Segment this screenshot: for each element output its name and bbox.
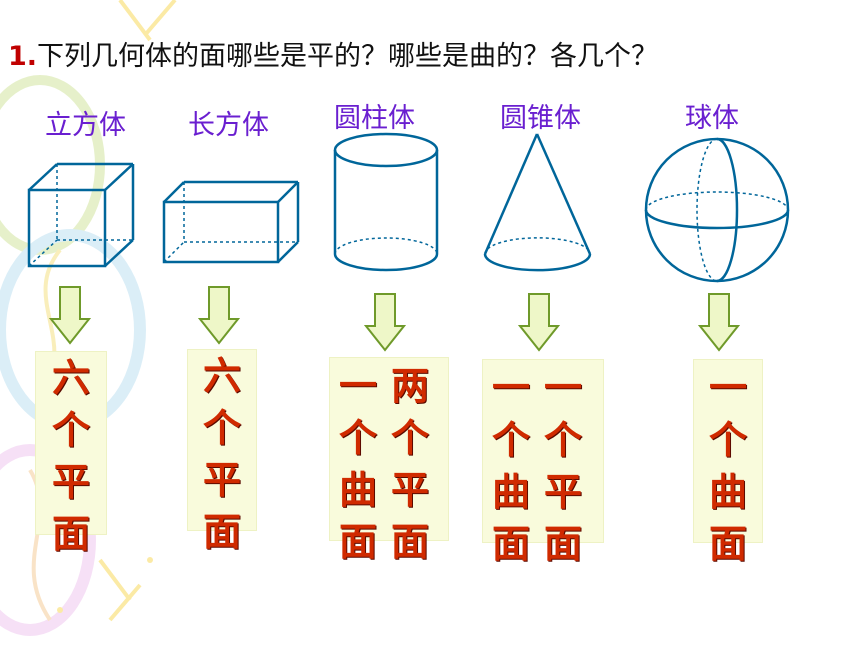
answer-char: 个 xyxy=(491,418,530,462)
answer-char: 一 xyxy=(338,364,377,408)
answer-column: 两 个 平 面 xyxy=(388,360,432,568)
sphere-drawing xyxy=(644,137,790,283)
answer-card-cylinder: 一 个 曲 面 两 个 平 面 xyxy=(330,358,448,564)
answer-char: 面 xyxy=(338,520,377,564)
answer-char: 曲 xyxy=(708,470,747,514)
question-text: 下列几何体的面哪些是平的？哪些是曲的？各几个？ xyxy=(37,41,659,72)
answer-char: 面 xyxy=(202,510,241,554)
down-arrow-icon xyxy=(198,286,240,345)
answer-column: 一 个 曲 面 xyxy=(489,362,533,570)
label-cylinder: 圆柱体 xyxy=(334,103,415,134)
answer-char: 一 xyxy=(543,366,582,410)
answer-char: 平 xyxy=(390,468,429,512)
answer-char: 六 xyxy=(202,354,241,398)
answer-char: 个 xyxy=(708,418,747,462)
answer-card-cone: 一 个 曲 面 一 个 平 面 xyxy=(483,360,603,566)
down-arrow-icon xyxy=(518,293,560,352)
answer-card-sphere: 一 个 曲 面 xyxy=(694,360,762,566)
answer-column: 六 个 平 面 xyxy=(200,350,244,558)
answer-char: 平 xyxy=(51,460,90,504)
answer-char: 两 xyxy=(390,364,429,408)
cube-drawing xyxy=(27,162,135,268)
question-number: 1. xyxy=(8,41,38,72)
answer-column: 一 个 曲 面 xyxy=(706,362,750,570)
answer-char: 个 xyxy=(543,418,582,462)
answer-column: 一 个 平 面 xyxy=(541,362,585,570)
answer-char: 一 xyxy=(491,366,530,410)
down-arrow-icon xyxy=(364,293,406,352)
label-cube: 立方体 xyxy=(45,110,126,141)
label-cuboid: 长方体 xyxy=(188,110,269,141)
answer-char: 六 xyxy=(51,356,90,400)
down-arrow-icon xyxy=(49,286,91,345)
answer-char: 面 xyxy=(390,520,429,564)
label-cone: 圆锥体 xyxy=(500,103,581,134)
cone-drawing xyxy=(483,133,592,272)
answer-card-cuboid: 六 个 平 面 xyxy=(188,350,256,554)
answer-char: 一 xyxy=(708,366,747,410)
question-title: 1.下列几何体的面哪些是平的？哪些是曲的？各几个？ xyxy=(8,34,658,73)
answer-char: 个 xyxy=(51,408,90,452)
answer-char: 曲 xyxy=(338,468,377,512)
label-sphere: 球体 xyxy=(685,103,739,134)
answer-char: 个 xyxy=(202,406,241,450)
cylinder-drawing xyxy=(333,132,439,272)
down-arrow-icon xyxy=(698,293,740,352)
answer-char: 个 xyxy=(390,416,429,460)
answer-column: 六 个 平 面 xyxy=(49,352,93,560)
answer-char: 面 xyxy=(51,512,90,556)
answer-card-cube: 六 个 平 面 xyxy=(36,352,106,556)
answer-column: 一 个 曲 面 xyxy=(336,360,380,568)
answer-char: 面 xyxy=(543,522,582,566)
answer-char: 曲 xyxy=(491,470,530,514)
answer-char: 面 xyxy=(708,522,747,566)
answer-char: 个 xyxy=(338,416,377,460)
cuboid-drawing xyxy=(162,180,300,264)
answer-char: 平 xyxy=(543,470,582,514)
answer-char: 面 xyxy=(491,522,530,566)
answer-char: 平 xyxy=(202,458,241,502)
